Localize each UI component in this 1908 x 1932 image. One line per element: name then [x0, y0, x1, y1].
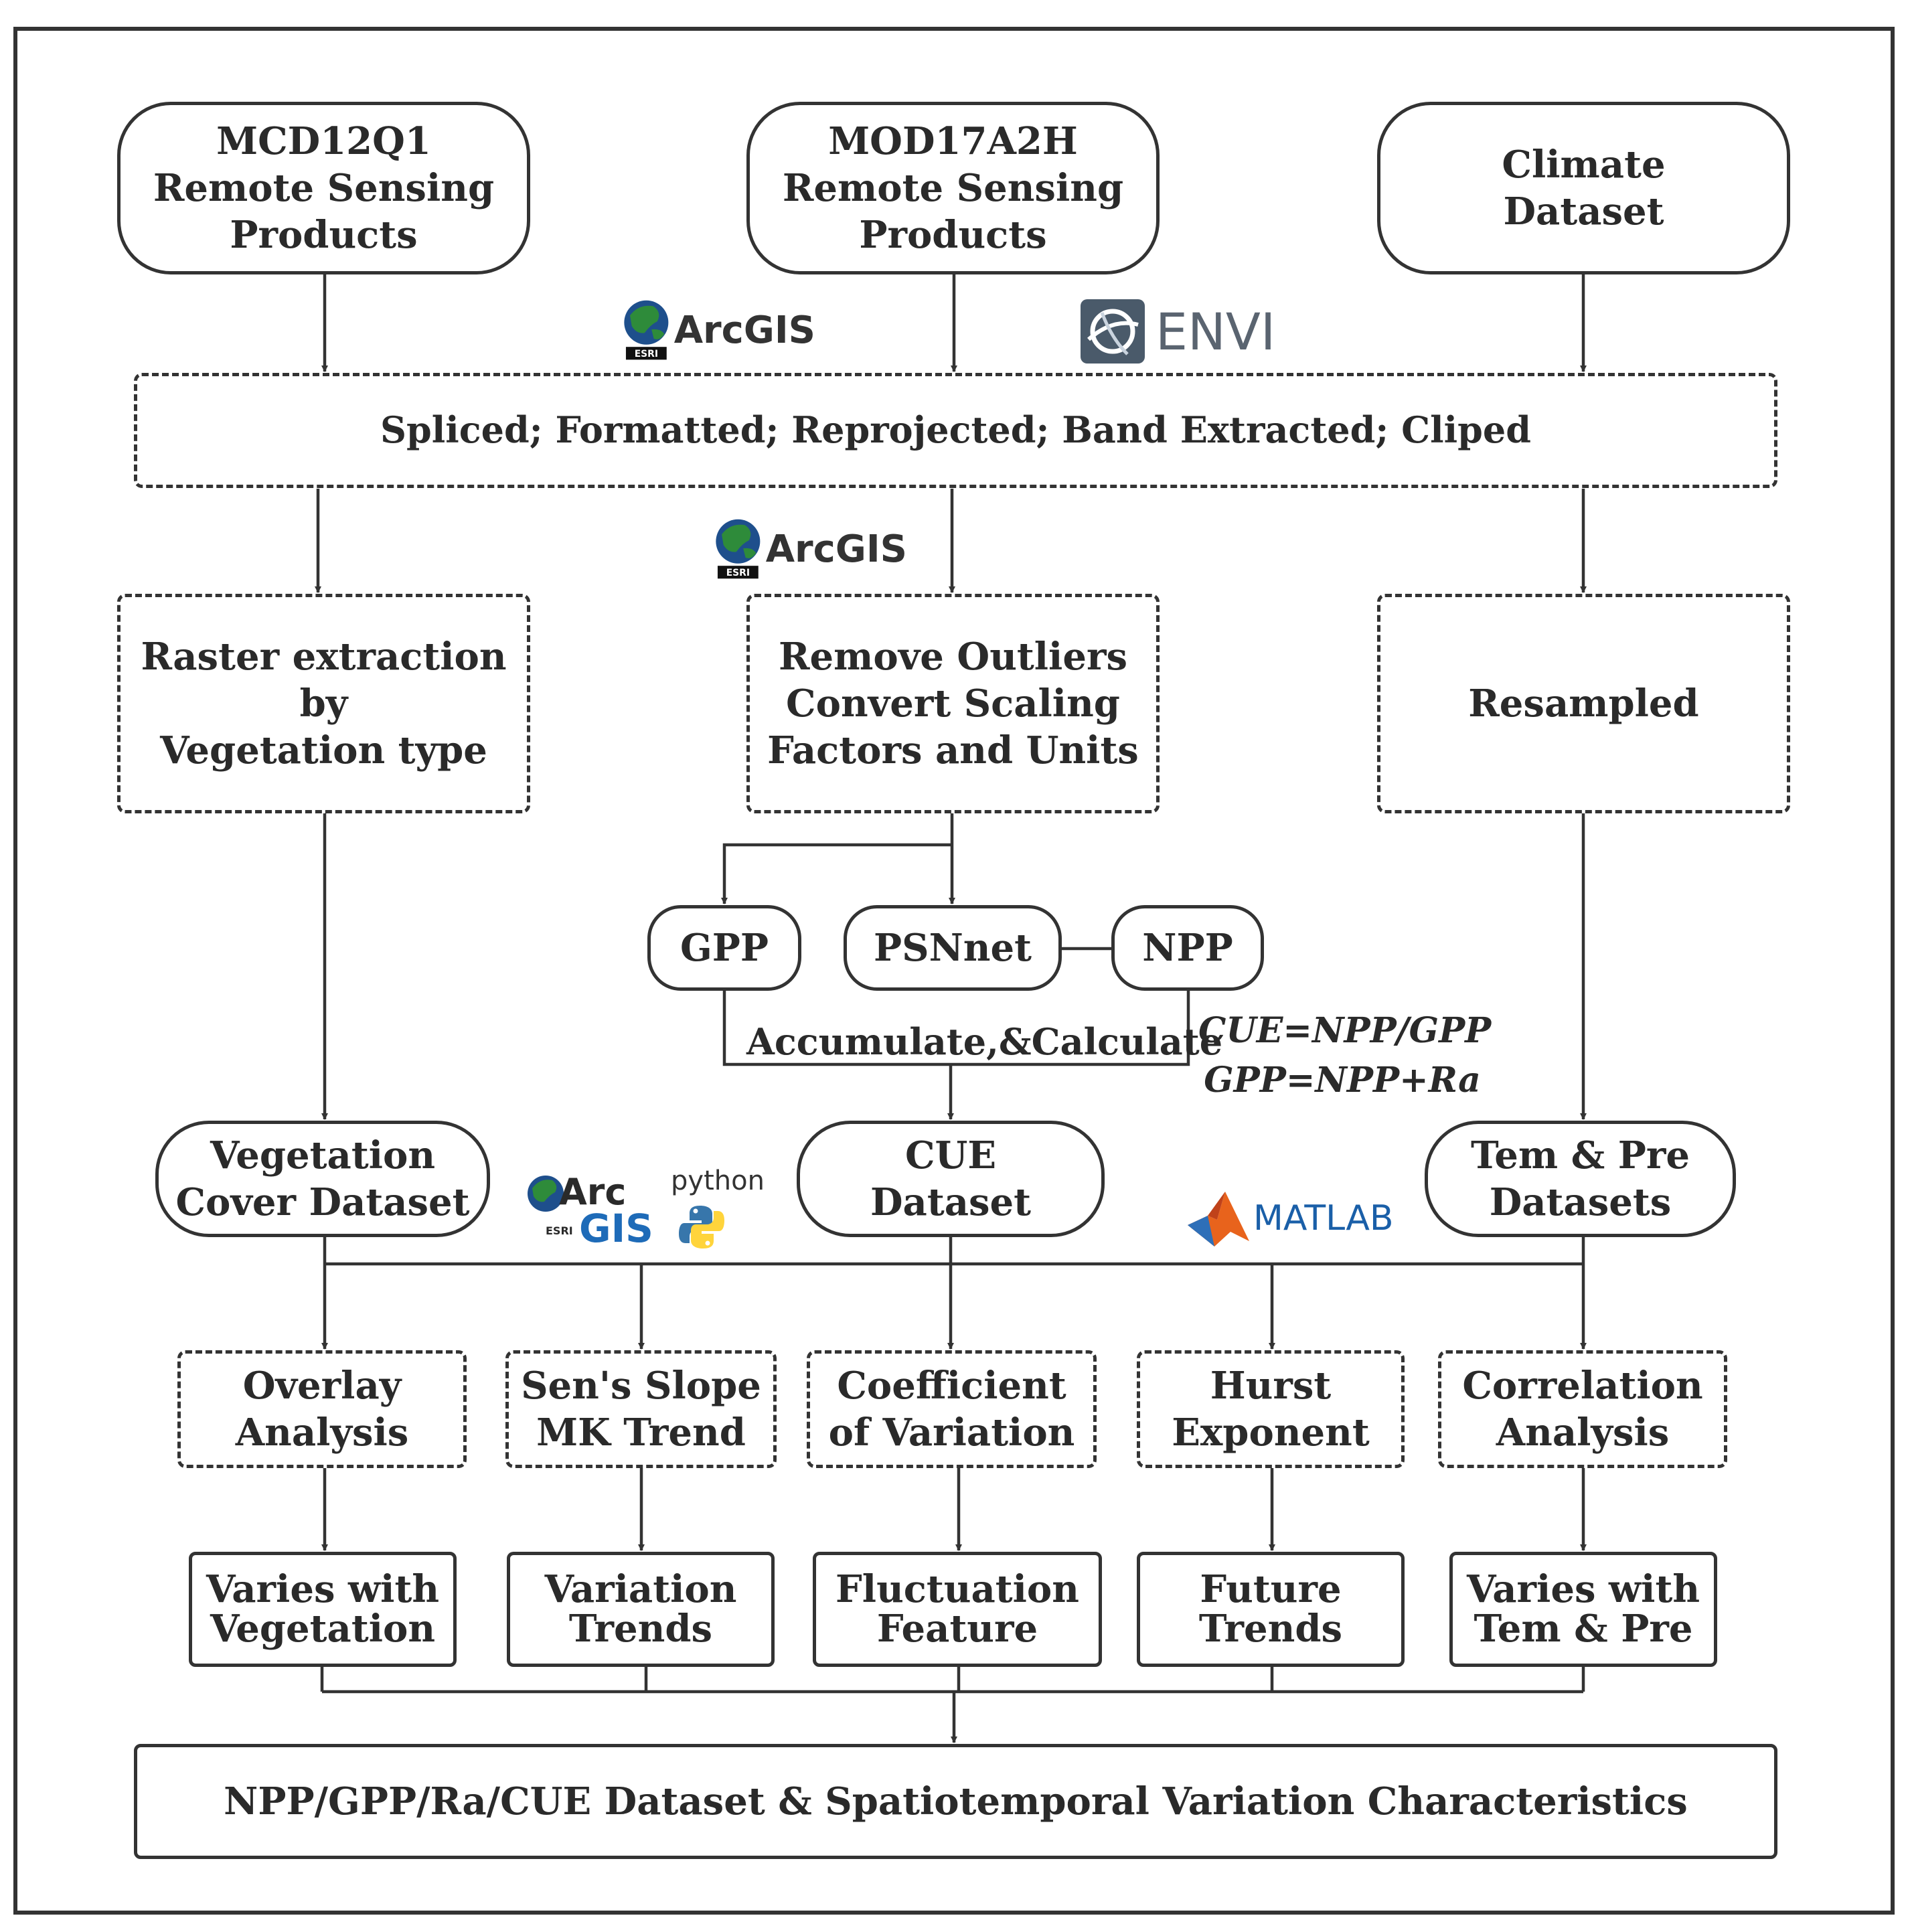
esri-globe-icon	[528, 1176, 564, 1212]
arcgis-logo-middle: ESRI ArcGIS	[713, 512, 907, 586]
analysis-hurst-exponent: Hurst Exponent	[1137, 1350, 1405, 1468]
line-accumulate-bracket	[722, 991, 1190, 1066]
arrow-remove-gpp	[721, 843, 952, 904]
esri-mark: ESRI	[726, 568, 750, 578]
variable-gpp: GPP	[647, 905, 801, 991]
result-varies-with-tem-pre: Varies with Tem & Pre	[1449, 1552, 1717, 1667]
source-mod17a2h: MOD17A2H Remote Sensing Products	[746, 102, 1160, 274]
source-mcd12q1: MCD12Q1 Remote Sensing Products	[117, 102, 530, 274]
esri-small-mark: ESRI	[546, 1224, 573, 1237]
arcgis-wordmark-middle: ArcGIS	[765, 527, 907, 571]
result-future-trends: Future Trends	[1137, 1552, 1405, 1667]
result-varies-with-vegetation: Varies with Vegetation	[189, 1552, 457, 1667]
analysis-overlay: Overlay Analysis	[177, 1350, 467, 1468]
python-snake-icon	[679, 1206, 724, 1249]
diagram-frame	[13, 27, 1895, 1915]
arcgis-python-logo: Arc ESRI GIS python	[522, 1165, 765, 1255]
step-remove-outliers: Remove Outliers Convert Scaling Factors …	[746, 594, 1160, 813]
envi-logo: ENVI	[1079, 295, 1280, 368]
envi-wordmark: ENVI	[1156, 301, 1276, 361]
gis-wordmark: GIS	[579, 1206, 653, 1251]
analysis-correlation: Correlation Analysis	[1438, 1350, 1727, 1468]
preprocess-box: Spliced; Formatted; Reprojected; Band Ex…	[134, 373, 1777, 488]
final-output: NPP/GPP/Ra/CUE Dataset & Spatiotemporal …	[134, 1744, 1777, 1859]
arcgis-wordmark-top: ArcGIS	[673, 308, 815, 352]
arc-wordmark: Arc	[559, 1171, 627, 1213]
result-variation-trends: Variation Trends	[507, 1552, 775, 1667]
formula-cue: CUE=NPP/GPP	[1198, 1010, 1492, 1051]
envi-icon	[1081, 299, 1145, 364]
esri-mark: ESRI	[635, 349, 658, 359]
accumulate-label: Accumulate,&Calculate	[746, 1020, 1223, 1063]
formula-gpp: GPP=NPP+Ra	[1204, 1060, 1481, 1101]
variable-psnnet: PSNnet	[844, 905, 1062, 991]
source-climate: Climate Dataset	[1377, 102, 1790, 274]
dataset-vegetation-cover: Vegetation Cover Dataset	[155, 1121, 490, 1237]
step-raster-extraction: Raster extraction by Vegetation type	[117, 594, 530, 813]
esri-globe-icon: ESRI	[624, 300, 669, 360]
variable-npp: NPP	[1111, 905, 1264, 991]
arcgis-logo-top: ESRI ArcGIS	[621, 293, 815, 367]
analysis-sens-slope: Sen's Slope MK Trend	[505, 1350, 777, 1468]
dataset-cue: CUE Dataset	[797, 1121, 1105, 1237]
result-fluctuation-feature: Fluctuation Feature	[813, 1552, 1102, 1667]
matlab-wordmark: MATLAB	[1253, 1198, 1394, 1238]
dataset-tem-pre: Tem & Pre Datasets	[1425, 1121, 1736, 1237]
analysis-coefficient-of-variation: Coefficient of Variation	[807, 1350, 1097, 1468]
step-resampled: Resampled	[1377, 594, 1790, 813]
matlab-logo: MATLAB	[1185, 1185, 1399, 1252]
esri-globe-icon: ESRI	[716, 519, 761, 579]
matlab-membrane-icon	[1188, 1192, 1249, 1246]
python-logo: python	[669, 1165, 765, 1255]
python-wordmark: python	[671, 1165, 765, 1196]
arcgis-stacked-logo: Arc ESRI GIS	[522, 1168, 669, 1255]
